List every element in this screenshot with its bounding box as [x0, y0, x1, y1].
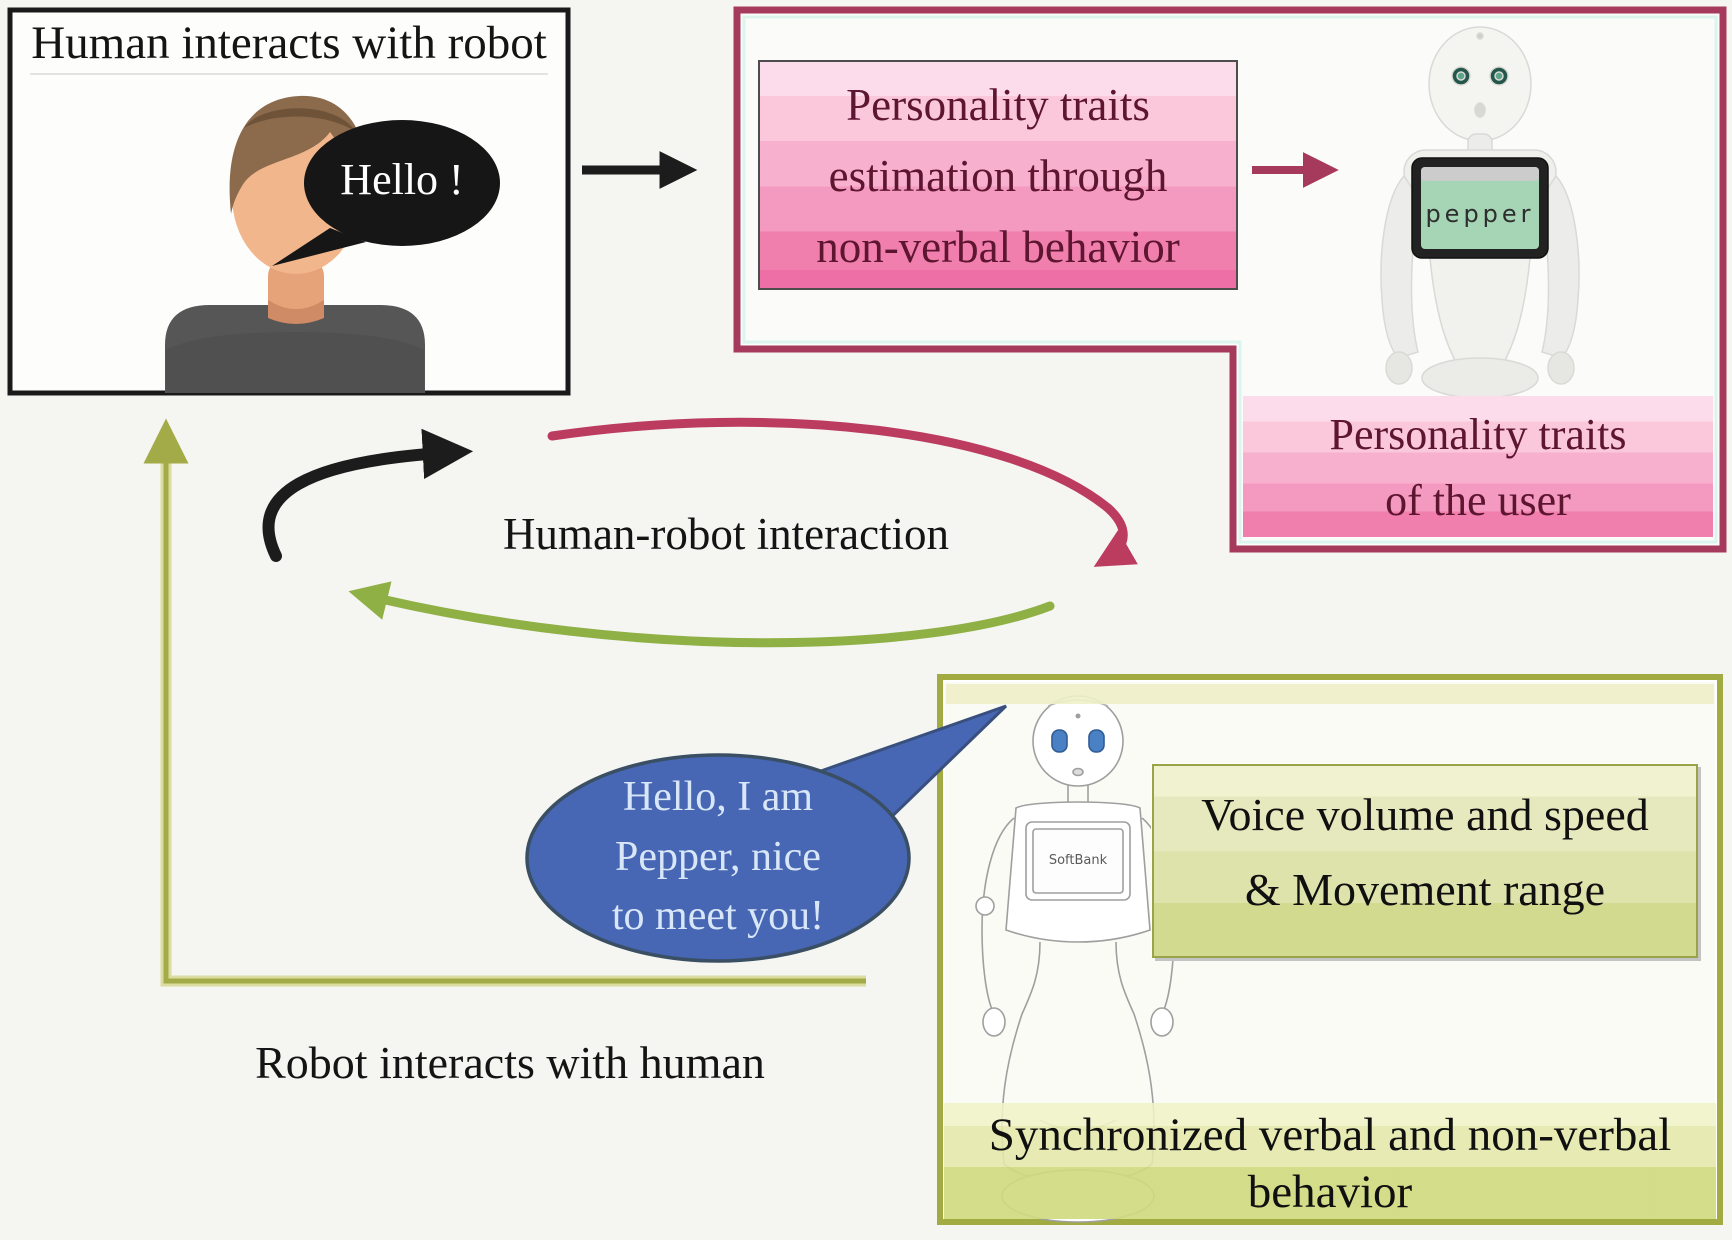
hri-arrow-red	[547, 417, 1138, 567]
voice-box: Voice volume and speed & Movement range	[1152, 764, 1698, 958]
hri-black-curved-arrow	[262, 428, 474, 562]
voice-line: Voice volume and speed	[1201, 789, 1649, 840]
robot-bubble-line: Hello, I am	[622, 774, 814, 820]
robot-bubble-line: Pepper, nice	[615, 833, 821, 880]
hri-arrow-green	[348, 581, 1055, 648]
sync-line: behavior	[1247, 1166, 1413, 1219]
estimation-box: Personality traits estimation through no…	[758, 60, 1238, 290]
behavior-container-top-strip	[946, 684, 1714, 704]
estimation-line: estimation through	[828, 151, 1168, 202]
robot-label: Robot interacts with human	[255, 1037, 765, 1088]
pepper-robot-photo: pepper	[1380, 26, 1580, 399]
robot-bubble-line: to meet you!	[611, 893, 825, 940]
sync-box: Synchronized verbal and non-verbal behav…	[944, 1103, 1716, 1219]
human-box-title: Human interacts with robot	[31, 17, 547, 69]
robot-return-arrow	[143, 418, 866, 984]
human-speech-bubble	[272, 120, 500, 266]
pepper-screen-label: pepper	[1425, 200, 1534, 228]
hri-label: Human-robot interaction	[502, 509, 950, 559]
user-traits-box: Personality traits of the user	[1243, 396, 1713, 537]
human-speech-bubble-text: Hello !	[340, 155, 464, 204]
estimation-line: non-verbal behavior	[816, 222, 1180, 273]
robot-speech-bubble-text: Hello, I am Pepper, nice to meet you!	[543, 768, 893, 947]
voice-line: & Movement range	[1244, 863, 1606, 915]
robot-speech-bubble	[525, 704, 1008, 963]
user-traits-line: of the user	[1385, 476, 1571, 525]
estimation-line: Personality traits	[846, 80, 1150, 130]
sketch-screen-label: SoftBank	[1049, 853, 1108, 868]
user-traits-line: Personality traits	[1329, 410, 1627, 459]
sync-line: Synchronized verbal and non-verbal	[988, 1109, 1672, 1161]
